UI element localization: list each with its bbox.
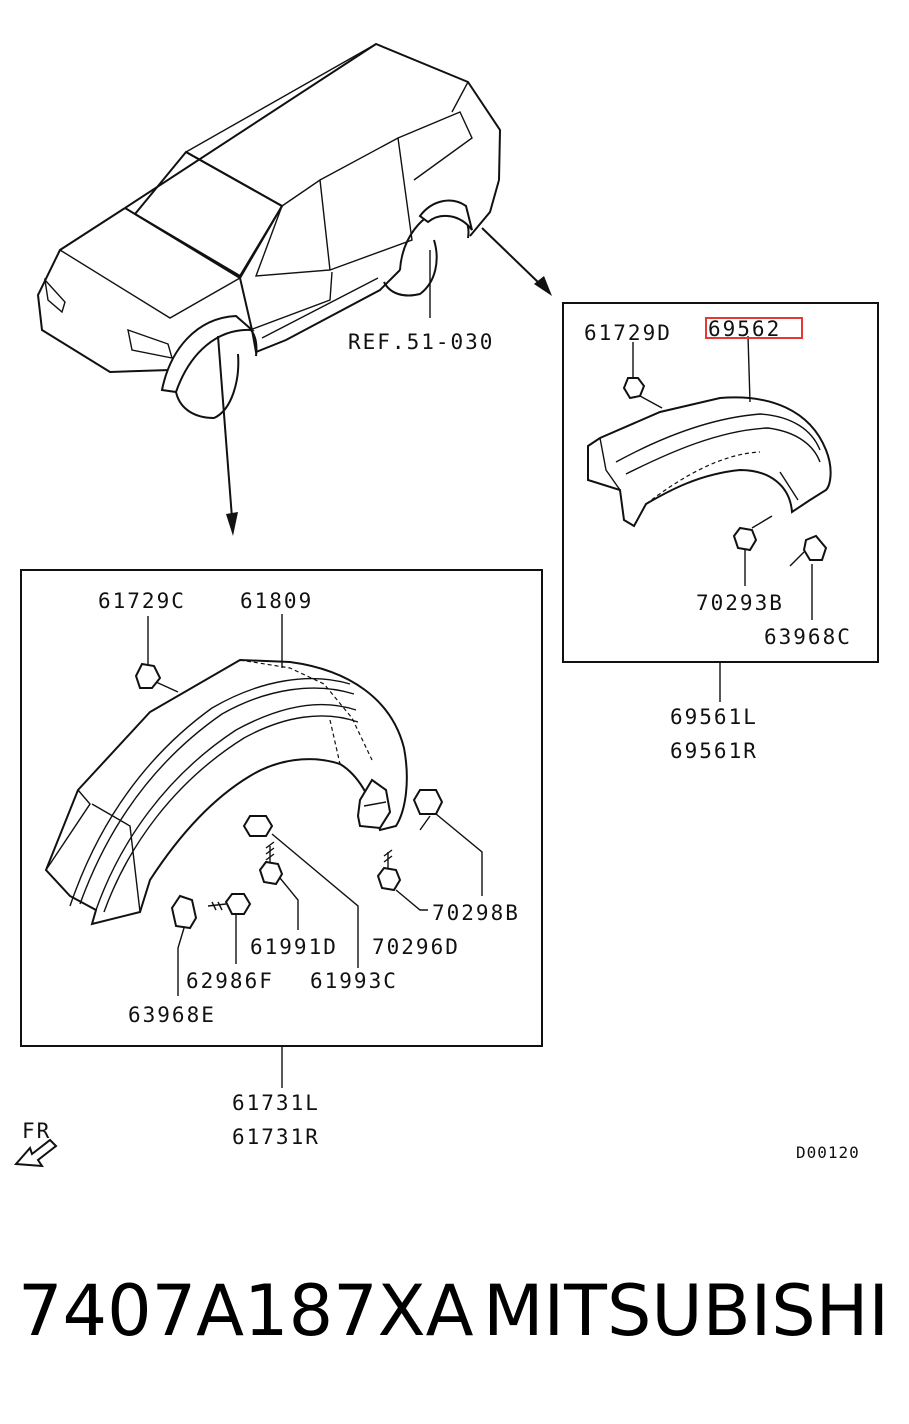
brand-name: MITSUBISHI — [483, 1270, 889, 1352]
label-61729d: 61729D — [584, 321, 672, 345]
highlight-box — [705, 317, 803, 339]
label-61993c: 61993C — [310, 969, 398, 993]
label-61731r: 61731R — [232, 1125, 320, 1149]
caption: 7407A187XA MITSUBISHI — [0, 1270, 909, 1380]
drawing-code: D00120 — [796, 1143, 860, 1162]
rear-moulding-box — [562, 302, 879, 702]
label-61991d: 61991D — [250, 935, 338, 959]
label-69561l: 69561L — [670, 705, 758, 729]
ref-label: REF.51-030 — [348, 330, 494, 354]
part-number: 7407A187XA — [18, 1270, 474, 1352]
label-70298b: 70298B — [432, 901, 520, 925]
label-70293b: 70293B — [696, 591, 784, 615]
label-61809: 61809 — [240, 589, 313, 613]
label-69562: 69562 — [708, 317, 781, 341]
front-moulding-box — [20, 569, 543, 1088]
vehicle-illustration — [36, 42, 552, 536]
front-marker-label: FR — [22, 1119, 51, 1143]
label-61729c: 61729C — [98, 589, 186, 613]
label-63968c: 63968C — [764, 625, 852, 649]
front-direction-arrow-icon — [13, 1138, 58, 1168]
label-69561r: 69561R — [670, 739, 758, 763]
label-63968e: 63968E — [128, 1003, 216, 1027]
label-62986f: 62986F — [186, 969, 274, 993]
label-61731l: 61731L — [232, 1091, 320, 1115]
label-70296d: 70296D — [372, 935, 460, 959]
